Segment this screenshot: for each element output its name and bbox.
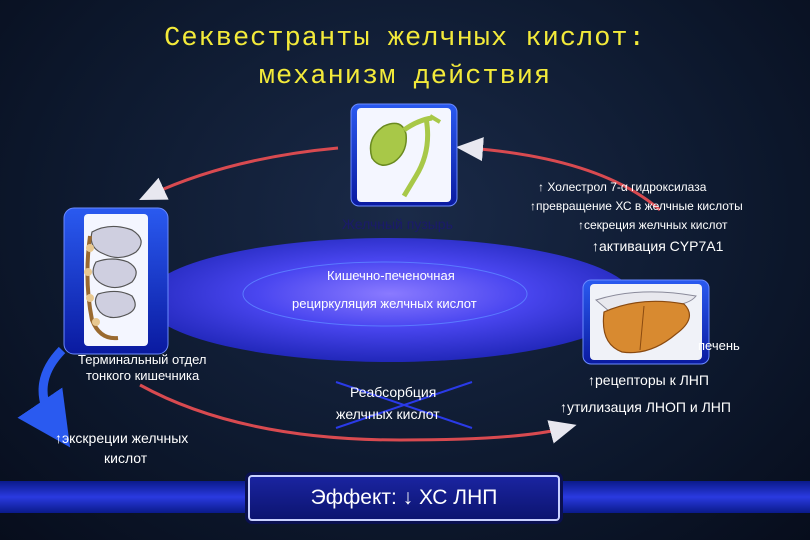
liver-label: печень (698, 338, 740, 353)
liver-icon (594, 291, 697, 354)
center-label-line1: Кишечно-печеночная (327, 268, 455, 283)
arrow-intestine-to-liver (139, 383, 577, 444)
intestine-icon (84, 225, 142, 341)
intestine-panel (63, 207, 169, 355)
arrow-gallbladder-to-intestine (139, 146, 339, 201)
reabsorption-label-line1: Реабсорбция (350, 384, 437, 400)
right-effect-line4: ↑активация CYP7A1 (592, 238, 724, 254)
recirculation-inner-ring (242, 261, 528, 327)
gallbladder-label: Желчный пузырь (342, 216, 453, 232)
right-effect-line3: ↑секреция желчных кислот (578, 218, 728, 232)
intestine-label-line1: Терминальный отдел (78, 352, 207, 367)
arrow-liver-to-gallbladder (456, 137, 661, 212)
excretion-label-line2: кислот (104, 450, 148, 466)
gallbladder-panel (350, 103, 458, 207)
effect-box: Эффект: ↓ ХС ЛНП (248, 475, 560, 521)
liver-effect-line2: ↑утилизация ЛНОП и ЛНП (560, 399, 731, 415)
recirculation-ellipse (145, 238, 635, 362)
right-effect-line2: ↑превращение ХС в желчные кислоты (530, 199, 743, 213)
intestine-label-line2: тонкого кишечника (86, 368, 200, 383)
liver-effect-line1: ↑рецепторы к ЛНП (588, 372, 709, 388)
reabsorption-strike-2 (335, 381, 473, 429)
excretion-label-line1: ↑экскреции желчных (55, 430, 189, 446)
right-effect-line1: ↑ Холестрол 7-α гидроксилаза (538, 180, 707, 194)
liver-panel (582, 279, 710, 365)
page-title-line2: механизм действия (258, 62, 552, 92)
excretion-arrow (17, 346, 71, 448)
reabsorption-label-line2: желчных кислот (336, 406, 440, 422)
gallbladder-icon (369, 114, 442, 198)
center-label-line2: рециркуляция желчных кислот (292, 296, 477, 311)
page-title-line1: Секвестранты желчных кислот: (164, 24, 646, 54)
